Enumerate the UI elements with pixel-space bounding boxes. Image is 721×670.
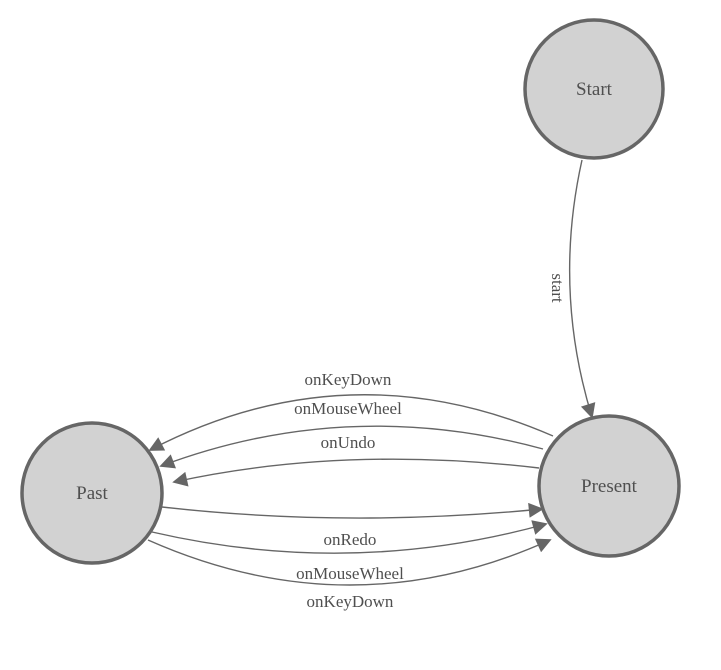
edge-present-to-past-onkeydown bbox=[148, 394, 554, 451]
past-node-label: Past bbox=[76, 483, 108, 504]
edge-present-to-past-onmousewheel bbox=[159, 425, 544, 469]
edge-label-onkeydown-bottom: onKeyDown bbox=[307, 592, 394, 611]
edge-start-to-present bbox=[568, 159, 596, 419]
edge-past-to-present-onkeydown bbox=[147, 538, 552, 586]
state-node-past: Past bbox=[20, 421, 164, 565]
start-node-label: Start bbox=[576, 79, 613, 100]
state-node-present: Present bbox=[537, 414, 681, 558]
edge-label-onmousewheel-top: onMouseWheel bbox=[294, 399, 402, 418]
edge-label-start: start bbox=[548, 273, 567, 303]
nodes-group: Start Past Present bbox=[20, 18, 681, 565]
edge-labels-group: start onKeyDown onMouseWheel onUndo onRe… bbox=[294, 273, 567, 611]
edges-group bbox=[147, 159, 596, 586]
present-node-label: Present bbox=[581, 476, 638, 497]
edge-label-onredo: onRedo bbox=[324, 530, 377, 549]
past-node-circle bbox=[20, 421, 164, 565]
edge-past-to-present-onmousewheel bbox=[151, 520, 548, 554]
edge-label-onkeydown-top: onKeyDown bbox=[305, 370, 392, 389]
present-node-circle bbox=[537, 414, 681, 558]
state-node-start: Start bbox=[523, 18, 665, 160]
edge-present-to-past-onundo bbox=[172, 458, 540, 487]
edge-label-onundo: onUndo bbox=[321, 433, 376, 452]
start-node-circle bbox=[523, 18, 665, 160]
edge-label-onmousewheel-bottom: onMouseWheel bbox=[296, 564, 404, 583]
edge-past-to-present-onredo bbox=[161, 502, 544, 519]
